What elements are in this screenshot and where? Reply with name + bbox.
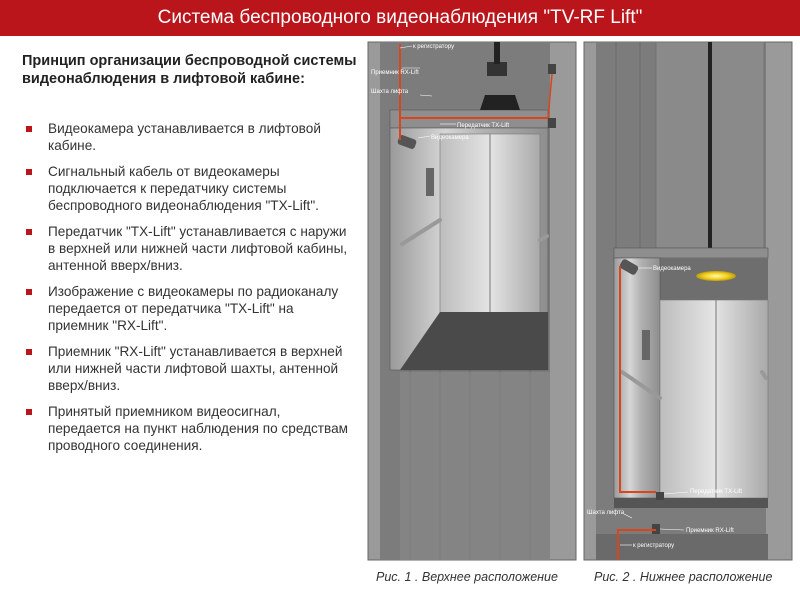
bullet-item: Приемник "RX-Lift" устанавливается в вер… <box>22 343 352 394</box>
bullet-list: Видеокамера устанавливается в лифтовой к… <box>22 120 352 463</box>
label-camera-2: Видеокамера <box>653 266 691 272</box>
label-transmitter-2: Передатчик TX-Lift <box>690 489 742 495</box>
transmitter-2-icon <box>656 492 664 500</box>
cabin-1-handrail <box>400 218 442 246</box>
bullet-text: Приемник "RX-Lift" устанавливается в вер… <box>48 344 343 393</box>
bullet-item: Сигнальный кабель от видеокамеры подключ… <box>22 163 352 214</box>
bullet-text: Передатчик "TX-Lift" устанавливается с н… <box>48 224 348 273</box>
label-receiver-2: Приемник RX-Lift <box>686 528 734 534</box>
section-subtitle: Принцип организации беспроводной системы… <box>22 53 357 87</box>
label-shaft-2: Шахта лифта <box>587 510 625 516</box>
receiver-1-icon <box>548 64 556 74</box>
figure-top-placement: к регистратору Приемник RX-Lift Шахта ли… <box>367 41 577 561</box>
figure-2-caption: Рис. 2 . Нижнее расположение <box>594 570 773 584</box>
cabin-1-floor <box>400 312 548 370</box>
cabin-2-roof <box>613 247 769 259</box>
bullet-text: Изображение с видеокамеры по радиоканалу… <box>48 284 339 333</box>
bullet-item: Принятый приемником видеосигнал, передае… <box>22 403 352 454</box>
square-bullet-icon <box>26 409 32 415</box>
label-receiver-1: Приемник RX-Lift <box>371 70 419 76</box>
cabin-2-base <box>614 498 768 508</box>
bullet-item: Изображение с видеокамеры по радиоканалу… <box>22 283 352 334</box>
square-bullet-icon <box>26 126 32 132</box>
cabin-1-panel <box>426 168 434 196</box>
cabin-2-camera-icon <box>619 259 639 275</box>
figure-bottom-placement: Видеокамера Передатчик TX-Lift Шахта лиф… <box>583 41 793 561</box>
signal-cable-2 <box>619 266 656 493</box>
transmitter-1-icon <box>548 118 556 128</box>
cabin-2-panel <box>642 330 650 360</box>
bullet-item: Видеокамера устанавливается в лифтовой к… <box>22 120 352 154</box>
cabin-1-camera-icon <box>397 135 417 149</box>
cabin-2-door <box>659 299 769 499</box>
cabin-2-handrail <box>620 370 662 400</box>
bullet-text: Сигнальный кабель от видеокамеры подключ… <box>48 164 319 213</box>
bullet-item: Передатчик "TX-Lift" устанавливается с н… <box>22 223 352 274</box>
label-shaft-1: Шахта лифта <box>371 89 409 95</box>
slide-title: Система беспроводного видеонаблюдения "T… <box>0 0 800 36</box>
square-bullet-icon <box>26 169 32 175</box>
label-camera-1: Видеокамера <box>431 135 469 141</box>
cabin-2-lamp-icon <box>696 271 736 281</box>
label-recorder-2: к регистратору <box>633 543 674 549</box>
square-bullet-icon <box>26 349 32 355</box>
cabin-1-winch <box>480 95 520 110</box>
label-recorder-1: к регистратору <box>413 44 454 50</box>
bullet-text: Видеокамера устанавливается в лифтовой к… <box>48 121 321 153</box>
bullet-text: Принятый приемником видеосигнал, передае… <box>48 404 349 453</box>
square-bullet-icon <box>26 229 32 235</box>
figure-1-caption: Рис. 1 . Верхнее расположение <box>376 570 558 584</box>
label-transmitter-1: Передатчик TX-Lift <box>457 123 509 129</box>
square-bullet-icon <box>26 289 32 295</box>
cabin-2-left-wall <box>613 257 661 499</box>
